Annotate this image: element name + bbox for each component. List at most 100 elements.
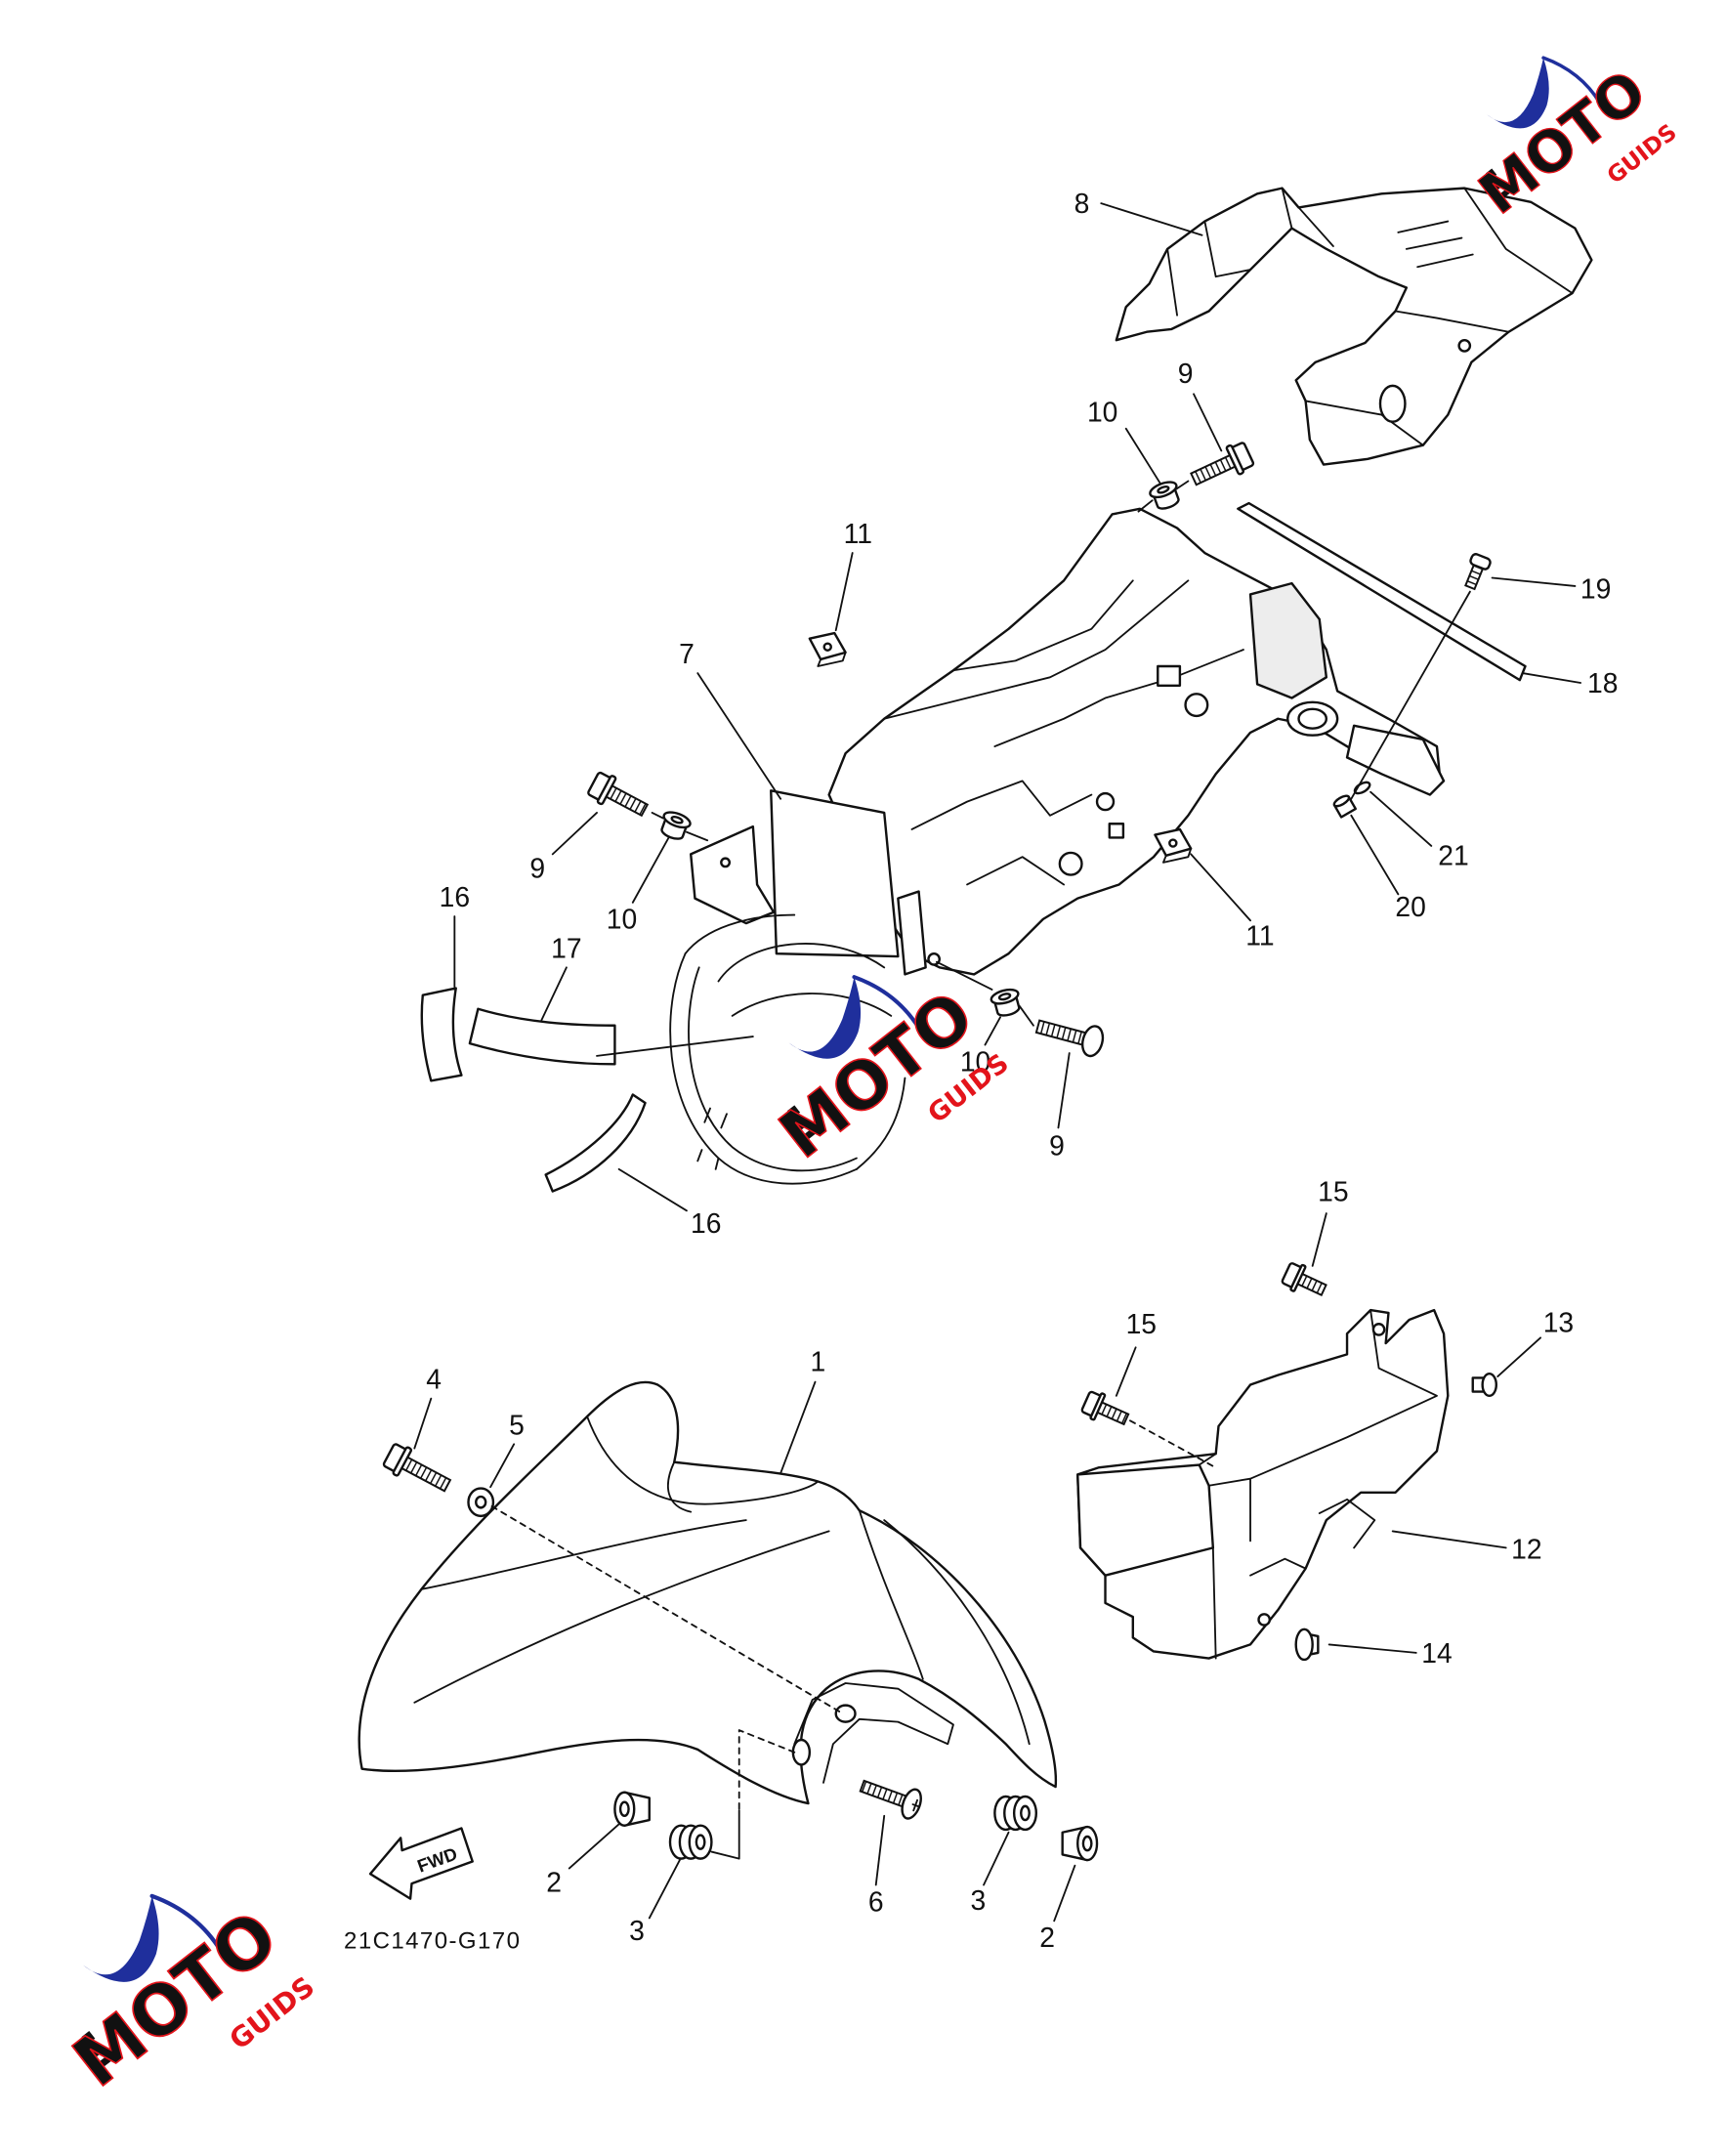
collar-bore	[618, 1800, 630, 1817]
part-7-mud-flap	[770, 789, 900, 958]
collar-bore	[997, 993, 1012, 1001]
bolt-shaft	[1034, 1019, 1089, 1047]
part-19-screw	[1464, 553, 1492, 591]
fwd-arrow-shape	[368, 1827, 474, 1900]
part-11-clip-nut-top	[808, 631, 847, 667]
callout-5: 5	[509, 1409, 525, 1440]
part-7-left-plate-hole	[720, 857, 732, 868]
alignment-dashed-lines	[490, 1419, 1217, 1812]
fwd-arrow: FWD	[368, 1827, 474, 1900]
logo-word: MOTO	[59, 1895, 292, 2102]
part-14-grommet	[1294, 1628, 1320, 1662]
callout-11-top: 11	[844, 518, 872, 549]
bolt-shaft	[1190, 453, 1239, 486]
clip-nut-hole	[1168, 838, 1178, 848]
logo-arc	[1541, 56, 1602, 106]
part-6-screw	[859, 1779, 922, 1820]
callout-numbers: 8 9 10 11 19 18 7 9 10 16 17 21 20 11 10…	[426, 188, 1618, 1953]
flag-square	[805, 1127, 817, 1139]
callout-8: 8	[1074, 188, 1090, 219]
part-15-screw-left	[1080, 1390, 1130, 1426]
logo-swoosh	[1487, 58, 1549, 129]
grommet-bore	[695, 1834, 706, 1850]
callout-12: 12	[1511, 1534, 1541, 1565]
nut-top	[1332, 794, 1351, 808]
part-10-collar-center	[990, 988, 1021, 1017]
part-12-bracket-box	[1076, 1308, 1450, 1660]
callout-15-left: 15	[1126, 1308, 1157, 1339]
flag-square	[91, 2043, 105, 2057]
part-7-hole-b	[1058, 851, 1083, 876]
part-7-hex-bolt	[1184, 693, 1209, 718]
cap-head	[1481, 1372, 1497, 1398]
collar-bore	[1081, 1835, 1093, 1852]
part-9-bolt-top	[1190, 442, 1255, 486]
callout-6: 6	[868, 1885, 884, 1917]
watermark-logo-center: MOTO GUIDS	[765, 975, 1015, 1174]
part-2-collar-left	[613, 1791, 651, 1827]
part-17-edge	[468, 1007, 480, 1045]
callout-2-left: 2	[546, 1867, 562, 1898]
grommet-bore	[1020, 1804, 1031, 1822]
flag-square	[786, 1105, 801, 1119]
part-7-slits	[696, 1107, 728, 1170]
flag-square	[1493, 178, 1505, 190]
callout-3-right: 3	[971, 1884, 987, 1916]
part-7-socket-inner	[1297, 707, 1328, 730]
bolt-flange	[596, 775, 617, 806]
flag-square	[81, 2030, 96, 2045]
part-12-creases	[1198, 1309, 1438, 1660]
callout-1: 1	[810, 1345, 825, 1376]
screw-shaft	[859, 1779, 910, 1809]
screw-flange	[1289, 1263, 1307, 1292]
part-8-small-hole	[1457, 339, 1472, 353]
part-9-bolt-left	[587, 771, 650, 818]
callout-11-right: 11	[1245, 920, 1274, 951]
part-7-side-tab	[897, 890, 927, 976]
callout-4: 4	[426, 1364, 442, 1395]
callout-17: 17	[551, 932, 581, 963]
bolt-flange	[1225, 444, 1244, 476]
callout-16-bottom: 16	[691, 1207, 721, 1239]
bolt-flange	[392, 1446, 413, 1477]
part-7-left-plate	[689, 824, 776, 925]
callout-9-left: 9	[529, 852, 545, 883]
part-7-rear-inner-fender	[669, 507, 1446, 1185]
callout-21: 21	[1438, 840, 1468, 871]
washer-hole	[475, 1495, 487, 1509]
part-2-collar-right	[1061, 1825, 1099, 1862]
part-15-screw-top	[1281, 1262, 1327, 1296]
logo-flag-icon	[786, 1105, 817, 1139]
part-10-collar-top	[1149, 481, 1180, 510]
clip-nut-fold	[817, 651, 847, 667]
callout-19: 19	[1580, 573, 1611, 605]
part-1-hole-lower	[791, 1738, 812, 1766]
part-7-wheel-arc-top	[684, 913, 906, 1170]
part-1-front-fender	[358, 1380, 1058, 1805]
part-8-outline	[1115, 187, 1593, 466]
callout-10-left: 10	[607, 904, 637, 935]
part-7-rails	[883, 579, 1244, 886]
part-7-connector	[1157, 664, 1182, 688]
assembly-lines	[651, 480, 1190, 1860]
logo-arc	[852, 975, 922, 1032]
flag-square	[1485, 168, 1497, 180]
callout-7: 7	[679, 638, 695, 669]
part-8-slots	[1397, 220, 1474, 269]
part-12-tab-hole	[1371, 1323, 1386, 1336]
part-12-outline	[1076, 1308, 1450, 1660]
part-9-bolt-center	[1034, 1019, 1105, 1058]
part-3-grommet-right	[993, 1795, 1038, 1832]
logo-arc	[149, 1893, 224, 1954]
part-1-outline	[358, 1380, 1058, 1805]
grommet-head	[1294, 1628, 1314, 1662]
callout-15-top: 15	[1318, 1175, 1348, 1206]
part-21-washer	[1353, 781, 1371, 795]
screw-head	[901, 1788, 922, 1820]
collar-bore	[670, 815, 684, 824]
callout-10-top: 10	[1087, 397, 1117, 428]
logo-word: MOTO	[766, 977, 988, 1173]
callout-9-top: 9	[1178, 358, 1194, 389]
diagram-code: 21C1470-G170	[344, 1928, 521, 1955]
